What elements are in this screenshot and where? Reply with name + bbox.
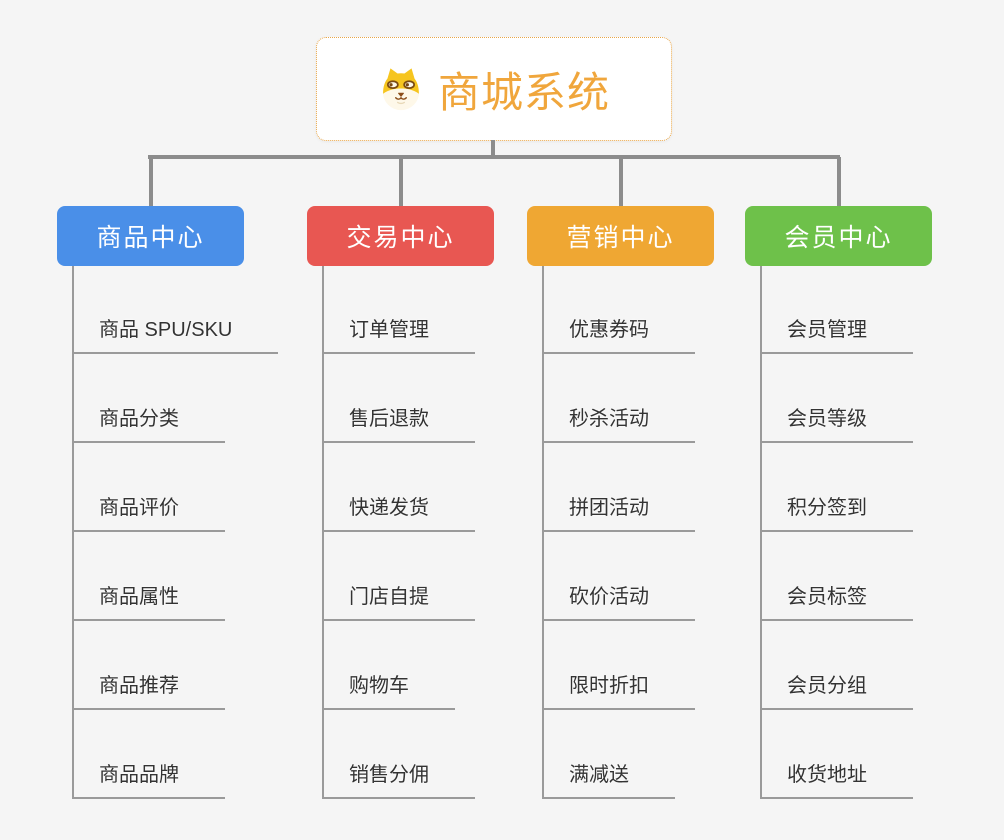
branch-label: 商品中心 [96, 224, 205, 252]
leaf-node[interactable]: 商品分类 [72, 405, 225, 443]
leaf-node[interactable]: 购物车 [322, 672, 455, 710]
connector-horizontal [148, 155, 840, 159]
connector-branch-spine [72, 266, 74, 799]
shiba-dog-icon [382, 68, 420, 111]
root-node[interactable]: 商城系统 [316, 37, 672, 141]
connector-branch-drop [836, 157, 841, 206]
leaf-node[interactable]: 砍价活动 [542, 583, 695, 621]
connector-branch-drop [398, 157, 403, 206]
leaf-node[interactable]: 商品品牌 [72, 761, 225, 799]
leaf-node[interactable]: 门店自提 [322, 583, 475, 621]
leaf-node[interactable]: 收货地址 [760, 761, 913, 799]
leaf-node[interactable]: 订单管理 [322, 316, 475, 354]
leaf-node[interactable]: 会员等级 [760, 405, 913, 443]
connector-branch-spine [542, 266, 544, 799]
branch-node[interactable]: 商品中心 [57, 206, 244, 266]
leaf-node[interactable]: 会员标签 [760, 583, 913, 621]
root-title: 商城系统 [437, 68, 610, 116]
connector-branch-drop [618, 157, 623, 206]
leaf-node[interactable]: 满减送 [542, 761, 675, 799]
connector-root-stem [491, 140, 495, 159]
connector-branch-drop [148, 157, 153, 206]
branch-label: 会员中心 [784, 224, 893, 252]
leaf-node[interactable]: 拼团活动 [542, 494, 695, 532]
leaf-node[interactable]: 快递发货 [322, 494, 475, 532]
leaf-node[interactable]: 销售分佣 [322, 761, 475, 799]
leaf-node[interactable]: 积分签到 [760, 494, 913, 532]
connector-branch-spine [322, 266, 324, 799]
leaf-node[interactable]: 商品 SPU/SKU [72, 316, 279, 354]
branch-node[interactable]: 交易中心 [307, 206, 494, 266]
leaf-node[interactable]: 秒杀活动 [542, 405, 695, 443]
leaf-node[interactable]: 限时折扣 [542, 672, 695, 710]
connector-branch-spine [760, 266, 762, 799]
branch-label: 交易中心 [346, 224, 455, 252]
leaf-node[interactable]: 会员管理 [760, 316, 913, 354]
leaf-node[interactable]: 商品推荐 [72, 672, 225, 710]
leaf-node[interactable]: 商品评价 [72, 494, 225, 532]
branch-label: 营销中心 [566, 224, 675, 252]
branch-node[interactable]: 营销中心 [527, 206, 714, 266]
leaf-node[interactable]: 售后退款 [322, 405, 475, 443]
leaf-node[interactable]: 商品属性 [72, 583, 225, 621]
leaf-node[interactable]: 优惠券码 [542, 316, 695, 354]
branch-node[interactable]: 会员中心 [745, 206, 932, 266]
leaf-node[interactable]: 会员分组 [760, 672, 913, 710]
